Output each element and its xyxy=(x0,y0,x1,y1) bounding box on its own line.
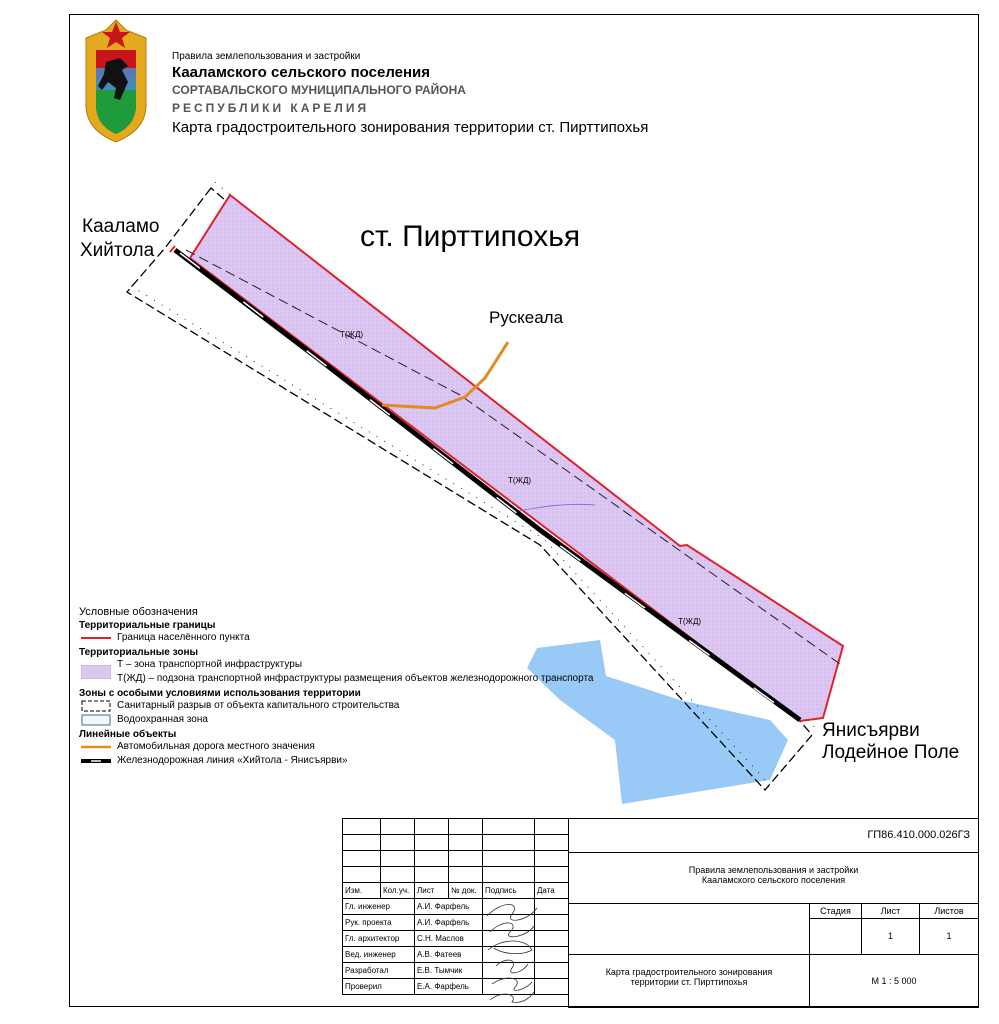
signer-role: Гл. архитектор xyxy=(342,930,415,947)
signer-name: А.В. Фатеев xyxy=(414,946,483,963)
sheets-label: Листов xyxy=(919,903,979,919)
rail-swatch xyxy=(81,759,111,763)
stamp-header: Кол.уч. xyxy=(380,882,415,899)
legend-item-zone: Т – зона транспортной инфраструктуры Т(Ж… xyxy=(79,658,594,686)
legend-section-linear: Линейные объекты xyxy=(79,729,177,740)
stage-value xyxy=(809,918,862,955)
legend-item-road-label: Автомобильная дорога местного значения xyxy=(117,741,315,752)
legend-item-road: Автомобильная дорога местного значения xyxy=(79,740,594,754)
header-line2: Кааламского сельского поселения xyxy=(172,64,431,81)
legend-section-borders: Территориальные границы xyxy=(79,620,216,631)
zone-fill-swatch xyxy=(81,665,111,679)
legend-item-rail-label: Железнодорожная линия «Хийтола - Янисъяр… xyxy=(117,755,348,766)
sheets-value: 1 xyxy=(919,918,979,955)
local-road xyxy=(381,341,510,410)
signer-role: Проверил xyxy=(342,978,415,995)
legend-item-sanitary: Санитарный разрыв от объекта капитальног… xyxy=(79,699,594,713)
legend-section-special: Зоны с особыми условиями использования т… xyxy=(79,688,361,699)
signer-name: А.И. Фарфель xyxy=(414,898,483,915)
signer-name: Е.А. Фарфель xyxy=(414,978,483,995)
header-line3: СОРТАВАЛЬСКОГО МУНИЦИПАЛЬНОГО РАЙОНА xyxy=(172,83,466,97)
header-line1: Правила землепользования и застройки xyxy=(172,51,361,62)
zone-label: Т(ЖД) xyxy=(508,476,532,485)
header-line4: РЕСПУБЛИКИ КАРЕЛИЯ xyxy=(172,101,370,115)
legend-item-zone-tzhd: Т(ЖД) – подзона транспортной инфраструкт… xyxy=(117,673,594,684)
water-swatch xyxy=(81,714,111,726)
stamp-header: Лист xyxy=(414,882,449,899)
stamp-header: № док. xyxy=(448,882,483,899)
zone-label: Т(ЖД) xyxy=(340,330,364,339)
water-protection-zone xyxy=(527,640,788,804)
document-title-line2: Кааламского сельского поселения xyxy=(701,875,846,885)
sheet-title-line1: Карта градостроительного зонирования xyxy=(605,967,773,977)
zone-tzhd-polygon xyxy=(188,193,845,723)
stamp-header: Изм. xyxy=(342,882,381,899)
drawing-code: ГП86.410.000.026ГЗ xyxy=(568,818,979,853)
signer-role: Гл. инженер xyxy=(342,898,415,915)
border-line-swatch xyxy=(81,637,111,639)
place-west-2: Хийтола xyxy=(80,240,155,261)
stamp-header: Дата xyxy=(534,882,569,899)
stage-label: Стадия xyxy=(809,903,862,919)
signer-name: С.Н. Маслов xyxy=(414,930,483,947)
sanitary-swatch xyxy=(81,700,111,712)
signer-name: А.И. Фарфель xyxy=(414,914,483,931)
sheet-title: Карта градостроительного зонирования тер… xyxy=(568,954,810,1008)
stamp-header: Подпись xyxy=(482,882,535,899)
scale: М 1 : 5 000 xyxy=(809,954,979,1008)
map-title: Карта градостроительного зонирования тер… xyxy=(172,119,649,136)
legend-item-border: Граница населённого пункта xyxy=(79,631,594,645)
signer-role: Рук. проекта xyxy=(342,914,415,931)
sheet-label: Лист xyxy=(861,903,920,919)
place-east-1: Янисъярви xyxy=(822,720,920,741)
station-name: ст. Пирттипохья xyxy=(360,220,581,253)
legend-item-water-label: Водоохранная зона xyxy=(117,714,208,725)
place-west-1: Кааламо xyxy=(82,216,160,237)
place-east-2: Лодейное Поле xyxy=(822,742,960,763)
coat-of-arms-icon xyxy=(85,19,147,143)
signer-name: Е.В. Тымчик xyxy=(414,962,483,979)
legend: Условные обозначения Территориальные гра… xyxy=(79,606,594,768)
legend-section-zones: Территориальные зоны xyxy=(79,647,199,658)
zone-label: Т(ЖД) xyxy=(678,617,702,626)
document-title-line1: Правила землепользования и застройки xyxy=(688,865,859,875)
sheet-value: 1 xyxy=(861,918,920,955)
map-frame xyxy=(69,14,979,1007)
legend-title: Условные обозначения xyxy=(79,606,198,618)
stamp-right: ГП86.410.000.026ГЗ Правила землепользова… xyxy=(568,818,979,1008)
road-label: Рускеала xyxy=(489,308,564,327)
legend-item-border-label: Граница населённого пункта xyxy=(117,632,250,643)
signatures-icon xyxy=(486,904,538,1003)
legend-item-rail: Железнодорожная линия «Хийтола - Янисъяр… xyxy=(79,754,594,768)
road-swatch xyxy=(81,745,111,749)
legend-item-sanitary-label: Санитарный разрыв от объекта капитальног… xyxy=(117,700,400,711)
sheet-title-line2: территории ст. Пирттипохья xyxy=(630,977,748,987)
legend-item-water: Водоохранная зона xyxy=(79,713,594,727)
legend-item-zone-t: Т – зона транспортной инфраструктуры xyxy=(117,659,302,670)
stamp-blank xyxy=(568,903,810,955)
signer-role: Вед. инженер xyxy=(342,946,415,963)
stamp-table: Изм. Кол.уч. Лист № док. Подпись Дата Гл… xyxy=(342,818,569,995)
document-title: Правила землепользования и застройки Каа… xyxy=(568,852,979,904)
signer-role: Разработал xyxy=(342,962,415,979)
